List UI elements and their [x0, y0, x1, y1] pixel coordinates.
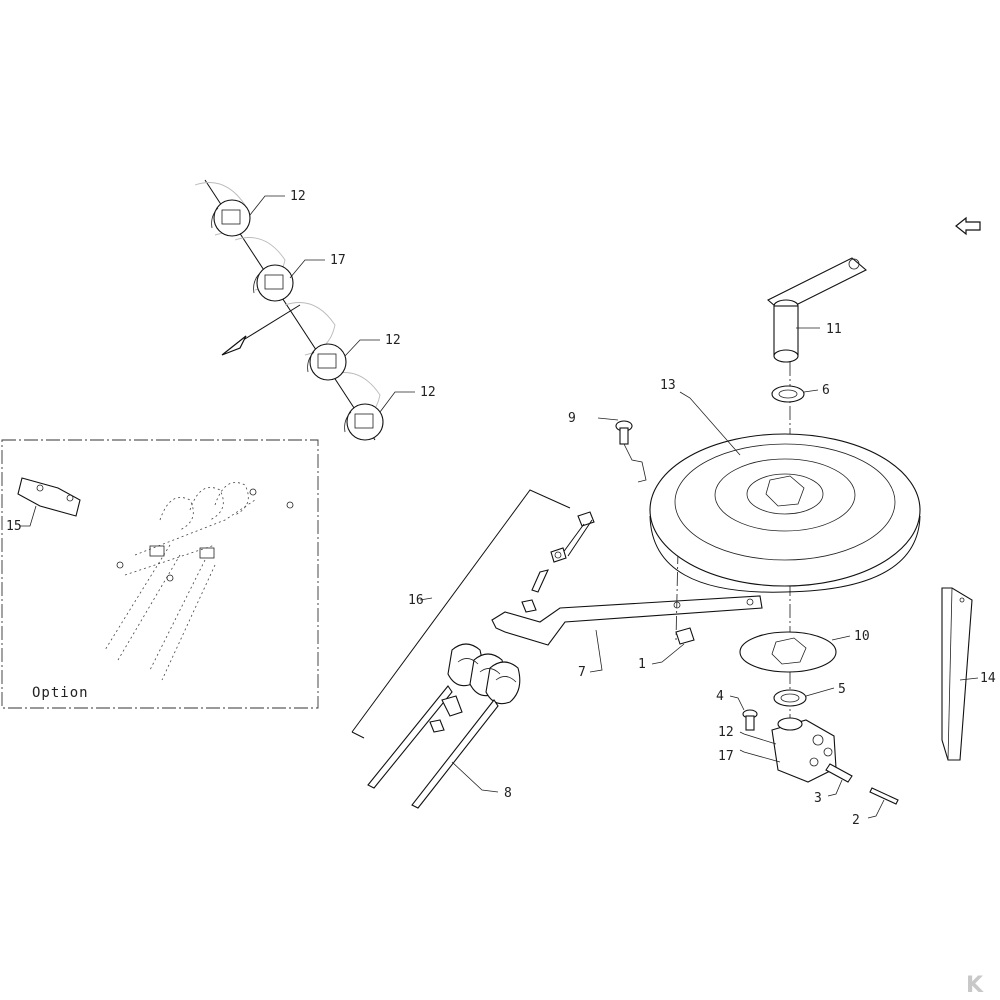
tine-holder-housing: 12 17: [718, 717, 837, 783]
rotor-circle-2: [256, 264, 294, 302]
part-15-clip: [17, 477, 81, 517]
callout-11: 11: [826, 322, 842, 337]
callout-14: 14: [980, 671, 996, 686]
part-8-double-tine: 8: [367, 643, 521, 809]
rotor-circle-1: [213, 199, 251, 237]
brand-logo: K: [966, 973, 984, 998]
callout-3: 3: [814, 791, 822, 806]
part-6-washer: [771, 385, 805, 403]
callout-12-top: 12: [290, 189, 306, 204]
part-14-plate: 14: [941, 587, 996, 761]
callout-2: 2: [852, 813, 860, 828]
callout-4: 4: [716, 689, 724, 704]
callout-7: 7: [578, 665, 586, 680]
part-2-split-pin: 2: [852, 787, 899, 828]
callout-6: 6: [822, 383, 830, 398]
rotor-circle-4: [346, 403, 384, 441]
travel-direction-arrow: [221, 335, 247, 356]
part-5-washer: [773, 689, 807, 707]
option-box: 15 Option: [1, 439, 319, 709]
callout-17-top: 17: [330, 253, 346, 268]
rotor-circle-3: [309, 343, 347, 381]
callout-12-low: 12: [420, 385, 436, 400]
callout-10: 10: [854, 629, 870, 644]
part-10-flange: 10: [739, 629, 870, 673]
option-label: Option: [32, 685, 89, 701]
part-11-crank-pin: 11: [767, 257, 867, 363]
part-16-bracket: 16: [351, 489, 571, 739]
callout-15: 15: [6, 519, 22, 534]
part-3-pin: 3: [814, 763, 853, 806]
tine-fastener-stack: [521, 511, 595, 613]
callout-13: 13: [660, 378, 676, 393]
callout-5: 5: [838, 682, 846, 697]
callout-12-housing: 12: [718, 725, 734, 740]
part-13-rotor-disc: 13: [649, 378, 921, 593]
callout-8: 8: [504, 786, 512, 801]
callout-17-housing: 17: [718, 749, 734, 764]
view-direction-arrow-icon: [955, 216, 981, 236]
part-7-tine-arm: 7: [491, 595, 763, 680]
callout-1: 1: [638, 657, 646, 672]
callout-12-mid: 12: [385, 333, 401, 348]
part-1-nut: [675, 627, 695, 645]
callout-16: 16: [408, 593, 424, 608]
callout-9: 9: [568, 411, 576, 426]
part-9-bolt: 9: [568, 411, 647, 483]
part-4-bolt: 4: [716, 689, 758, 731]
rotor-arrangement-schematic: 12 17 12 12: [194, 179, 436, 441]
